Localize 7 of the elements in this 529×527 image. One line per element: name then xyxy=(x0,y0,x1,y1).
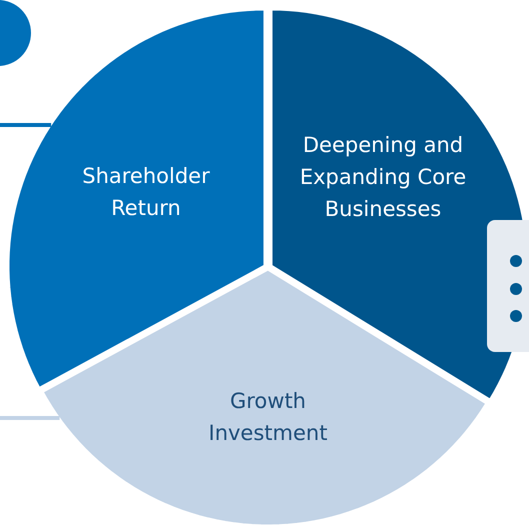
segment-label: Deepening and Expanding Core Businesses xyxy=(298,132,468,223)
segment-label: Shareholder Return xyxy=(81,163,211,222)
pie-segment xyxy=(8,9,265,389)
connector-line xyxy=(0,123,52,127)
pie-segment xyxy=(42,269,488,526)
connector-line xyxy=(0,416,60,420)
segment-label: Growth Investment xyxy=(208,388,328,447)
